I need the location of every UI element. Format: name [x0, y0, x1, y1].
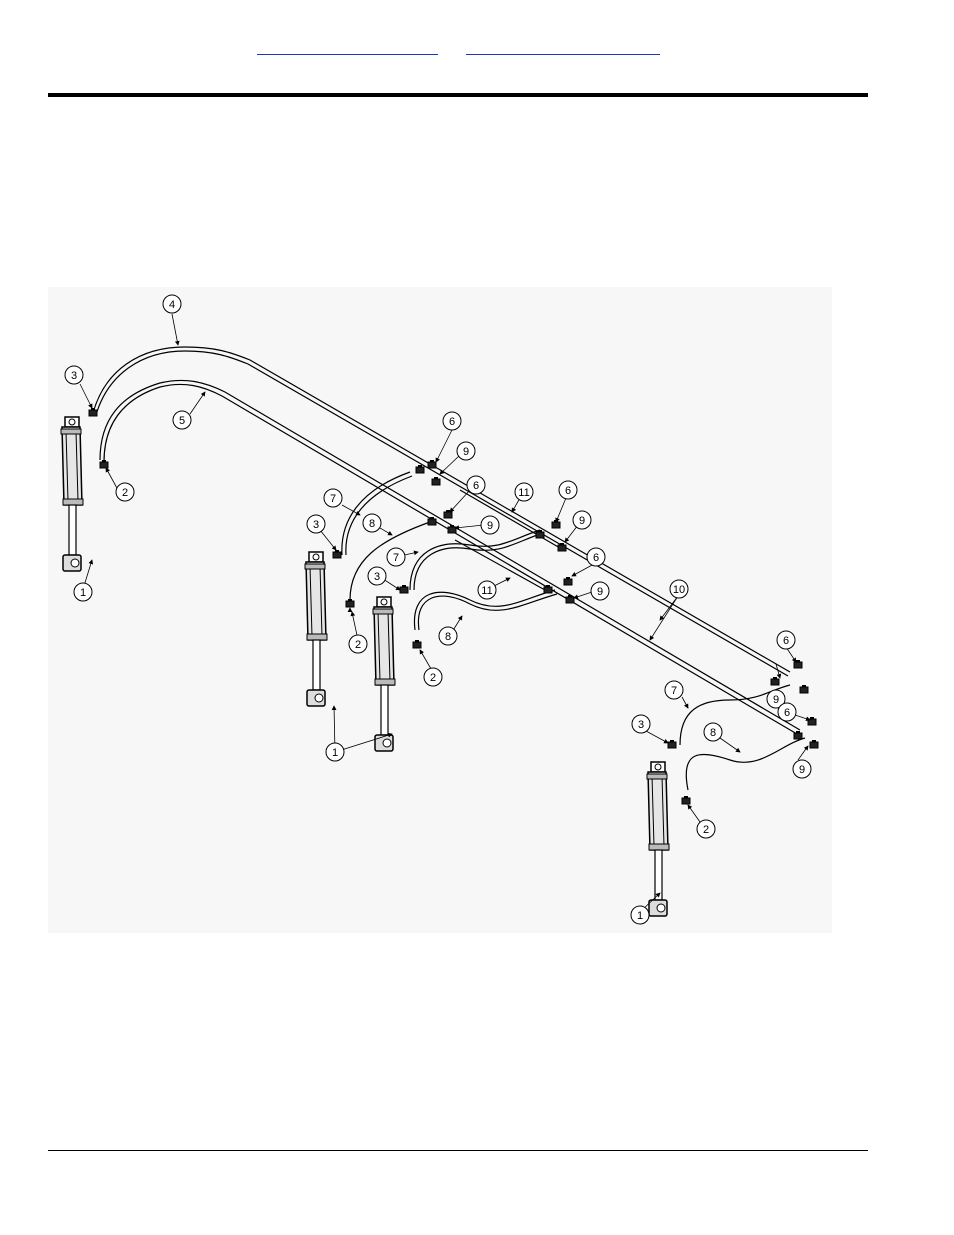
callout: 1 — [325, 742, 345, 762]
svg-text:11: 11 — [518, 487, 529, 499]
svg-text:2: 2 — [122, 487, 128, 499]
callout: 7 — [323, 488, 343, 508]
svg-text:11: 11 — [481, 585, 492, 597]
callout: 11 — [514, 482, 534, 502]
svg-text:3: 3 — [638, 719, 644, 731]
svg-text:6: 6 — [565, 485, 571, 497]
svg-text:7: 7 — [671, 685, 677, 697]
svg-text:1: 1 — [332, 747, 338, 759]
callout: 6 — [466, 475, 486, 495]
svg-text:3: 3 — [313, 519, 319, 531]
header-link-1[interactable] — [257, 36, 438, 55]
callouts: 4 3 5 2 1 6 9 7 6 11 6 3 8 9 9 7 6 3 11 … — [64, 294, 812, 925]
svg-text:9: 9 — [579, 515, 585, 527]
callout: 6 — [442, 411, 462, 431]
svg-text:8: 8 — [710, 727, 716, 739]
callout: 2 — [115, 482, 135, 502]
svg-text:8: 8 — [445, 631, 451, 643]
svg-text:6: 6 — [473, 480, 479, 492]
svg-text:6: 6 — [449, 416, 455, 428]
svg-text:2: 2 — [703, 824, 709, 836]
svg-text:6: 6 — [784, 707, 790, 719]
fittings — [88, 407, 819, 805]
callout: 4 — [162, 294, 182, 314]
svg-text:2: 2 — [430, 672, 436, 684]
svg-text:9: 9 — [597, 586, 603, 598]
callout: 8 — [703, 722, 723, 742]
callout: 8 — [362, 513, 382, 533]
svg-text:10: 10 — [673, 584, 685, 596]
callout: 3 — [306, 514, 326, 534]
callout: 9 — [766, 689, 786, 709]
svg-text:2: 2 — [355, 639, 361, 651]
svg-text:8: 8 — [369, 518, 375, 530]
svg-text:7: 7 — [393, 552, 399, 564]
callout: 1 — [73, 582, 93, 602]
bottom-rule — [48, 1150, 868, 1151]
svg-text:9: 9 — [773, 694, 779, 706]
svg-text:3: 3 — [374, 571, 380, 583]
callout: 3 — [367, 566, 387, 586]
callout: 9 — [572, 510, 592, 530]
hydraulic-parts-diagram: 4 3 5 2 1 6 9 7 6 11 6 3 8 9 9 7 6 3 11 … — [48, 287, 832, 933]
header-link-2[interactable] — [466, 36, 660, 55]
callout: 2 — [696, 819, 716, 839]
callout: 3 — [631, 714, 651, 734]
callout: 9 — [480, 515, 500, 535]
callout: 9 — [456, 441, 476, 461]
callout: 6 — [776, 630, 796, 650]
callout: 2 — [423, 667, 443, 687]
svg-text:1: 1 — [637, 910, 643, 922]
callout: 2 — [348, 634, 368, 654]
callout: 1 — [630, 905, 650, 925]
svg-text:6: 6 — [593, 552, 599, 564]
callout: 7 — [664, 680, 684, 700]
svg-text:5: 5 — [179, 415, 185, 427]
callout: 6 — [558, 480, 578, 500]
callout: 10 — [669, 579, 689, 599]
svg-text:9: 9 — [487, 520, 493, 532]
callout: 3 — [64, 365, 84, 385]
svg-text:1: 1 — [80, 587, 86, 599]
svg-text:9: 9 — [799, 764, 805, 776]
callout: 9 — [792, 759, 812, 779]
callout: 6 — [586, 547, 606, 567]
top-rule — [48, 93, 868, 97]
callout: 7 — [386, 547, 406, 567]
svg-text:7: 7 — [330, 493, 336, 505]
svg-text:4: 4 — [169, 299, 175, 311]
svg-text:6: 6 — [783, 635, 789, 647]
callout: 11 — [477, 580, 497, 600]
callout: 5 — [172, 410, 192, 430]
callout: 9 — [590, 581, 610, 601]
callout: 8 — [438, 626, 458, 646]
svg-text:3: 3 — [71, 370, 77, 382]
svg-text:9: 9 — [463, 446, 469, 458]
callout: 6 — [777, 702, 797, 722]
